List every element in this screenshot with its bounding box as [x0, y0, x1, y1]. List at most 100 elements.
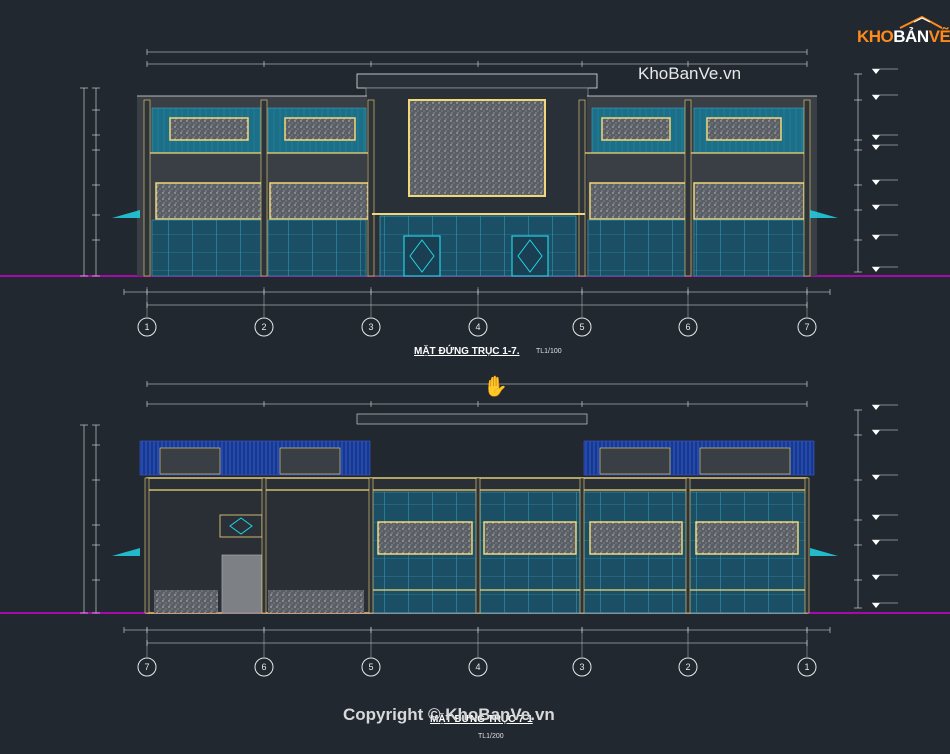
upper-window-frame-1	[601, 117, 671, 141]
elev1-axis-label: 4	[475, 322, 480, 332]
column-1	[143, 99, 151, 277]
level-marker-icon	[872, 135, 880, 140]
upper-window-frame-1	[169, 117, 249, 141]
mid-panel-1	[589, 182, 687, 220]
elev1-axis-bubble	[678, 317, 698, 337]
side-awning-icon	[112, 210, 140, 218]
watermark-bottom: Copyright © KhoBanVe.vn	[343, 705, 555, 724]
level-marker-icon	[872, 145, 880, 150]
elev2-axis-label: 4	[475, 662, 480, 672]
elev2-axis-bubble	[678, 657, 698, 677]
logo-text: KHOBẢNVẼ	[857, 27, 950, 46]
column-2	[804, 477, 810, 614]
elev2-axis-label: 1	[804, 662, 809, 672]
elev1-axis-bubble	[137, 317, 157, 337]
louver-gap-2	[599, 447, 671, 475]
elevation2-title: MẶT ĐỨNG TRỤC 7-1	[430, 714, 533, 725]
mid-panel-1	[269, 182, 369, 220]
mid-panel-2	[483, 521, 577, 555]
elev2-axis-bubble	[572, 657, 592, 677]
elevation1-title: MẶT ĐỨNG TRỤC 1-7.	[414, 346, 520, 357]
mid-panel-1	[155, 182, 263, 220]
level-marker-icon	[872, 205, 880, 210]
level-marker-icon	[872, 540, 880, 545]
column-1	[260, 99, 268, 277]
elevation2-scale: TL1/200	[478, 733, 504, 740]
level-marker-icon	[872, 69, 880, 74]
service-door-2	[221, 554, 263, 614]
mid-panel-2	[377, 521, 473, 555]
column-1	[578, 99, 586, 277]
elev1-axis-label: 6	[685, 322, 690, 332]
side-awning-icon	[810, 210, 838, 218]
glass-curtain-1	[267, 219, 367, 277]
elev1-axis-bubble	[468, 317, 488, 337]
side-awning-icon	[112, 548, 140, 556]
elev2-axis-bubble	[254, 657, 274, 677]
level-marker-icon	[872, 235, 880, 240]
level-marker-icon	[872, 267, 880, 272]
elev1-axis-label: 1	[144, 322, 149, 332]
glass-curtain-1	[693, 219, 809, 277]
elev1-axis-label: 7	[804, 322, 809, 332]
elev2-axis-bubble	[137, 657, 157, 677]
base-speckle-left-2	[154, 590, 218, 613]
elevation1-scale: TL1/100	[536, 348, 562, 355]
watermark-top: KhoBanVe.vn	[638, 64, 742, 83]
tower-cornice-1	[356, 73, 598, 89]
elev1-axis-label: 3	[368, 322, 373, 332]
level-marker-icon	[872, 95, 880, 100]
elev2-axis-label: 5	[368, 662, 373, 672]
elev1-axis-bubble	[797, 317, 817, 337]
louver-gap-2	[159, 447, 221, 475]
column-2	[368, 477, 374, 614]
glass-curtain-1	[151, 219, 263, 277]
elev1-axis-bubble	[254, 317, 274, 337]
upper-window-frame-1	[706, 117, 782, 141]
base-speckle-mid-2	[268, 590, 364, 613]
elev1-axis-bubble	[361, 317, 381, 337]
door-diamond-icon	[517, 239, 543, 273]
elev2-axis-bubble	[797, 657, 817, 677]
column-2	[685, 477, 691, 614]
level-marker-icon	[872, 430, 880, 435]
elev2-axis-bubble	[468, 657, 488, 677]
level-marker-icon	[872, 575, 880, 580]
hand-cursor-icon: ✋	[483, 376, 508, 398]
column-2	[579, 477, 585, 614]
glass-curtain-1	[587, 219, 687, 277]
louver-gap-2	[279, 447, 341, 475]
side-awning-icon	[810, 548, 838, 556]
elev1-axis-bubble	[572, 317, 592, 337]
vent-diamond-icon	[229, 517, 253, 535]
mid-panel-2	[695, 521, 799, 555]
level-marker-icon	[872, 405, 880, 410]
elev2-axis-bubble	[361, 657, 381, 677]
elev2-axis-label: 2	[685, 662, 690, 672]
upper-window-frame-1	[284, 117, 356, 141]
elev2-axis-label: 6	[261, 662, 266, 672]
tower-feature-panel-1	[408, 99, 546, 197]
mid-panel-2	[589, 521, 683, 555]
level-marker-icon	[872, 475, 880, 480]
column-1	[803, 99, 811, 277]
louver-gap-2	[699, 447, 791, 475]
column-2	[475, 477, 481, 614]
elev1-axis-label: 5	[579, 322, 584, 332]
khobanve-logo	[852, 14, 943, 54]
level-marker-icon	[872, 515, 880, 520]
column-1	[684, 99, 692, 277]
level-marker-icon	[872, 180, 880, 185]
elev2-axis-label: 7	[144, 662, 149, 672]
column-1	[367, 99, 375, 277]
tower-roof-2	[356, 413, 588, 425]
column-2	[144, 477, 150, 614]
elev1-axis-label: 2	[261, 322, 266, 332]
elev2-axis-label: 3	[579, 662, 584, 672]
mid-panel-1	[693, 182, 805, 220]
door-diamond-icon	[409, 239, 435, 273]
column-2	[261, 477, 267, 614]
level-marker-icon	[872, 603, 880, 608]
logo-house-icon	[899, 15, 943, 29]
